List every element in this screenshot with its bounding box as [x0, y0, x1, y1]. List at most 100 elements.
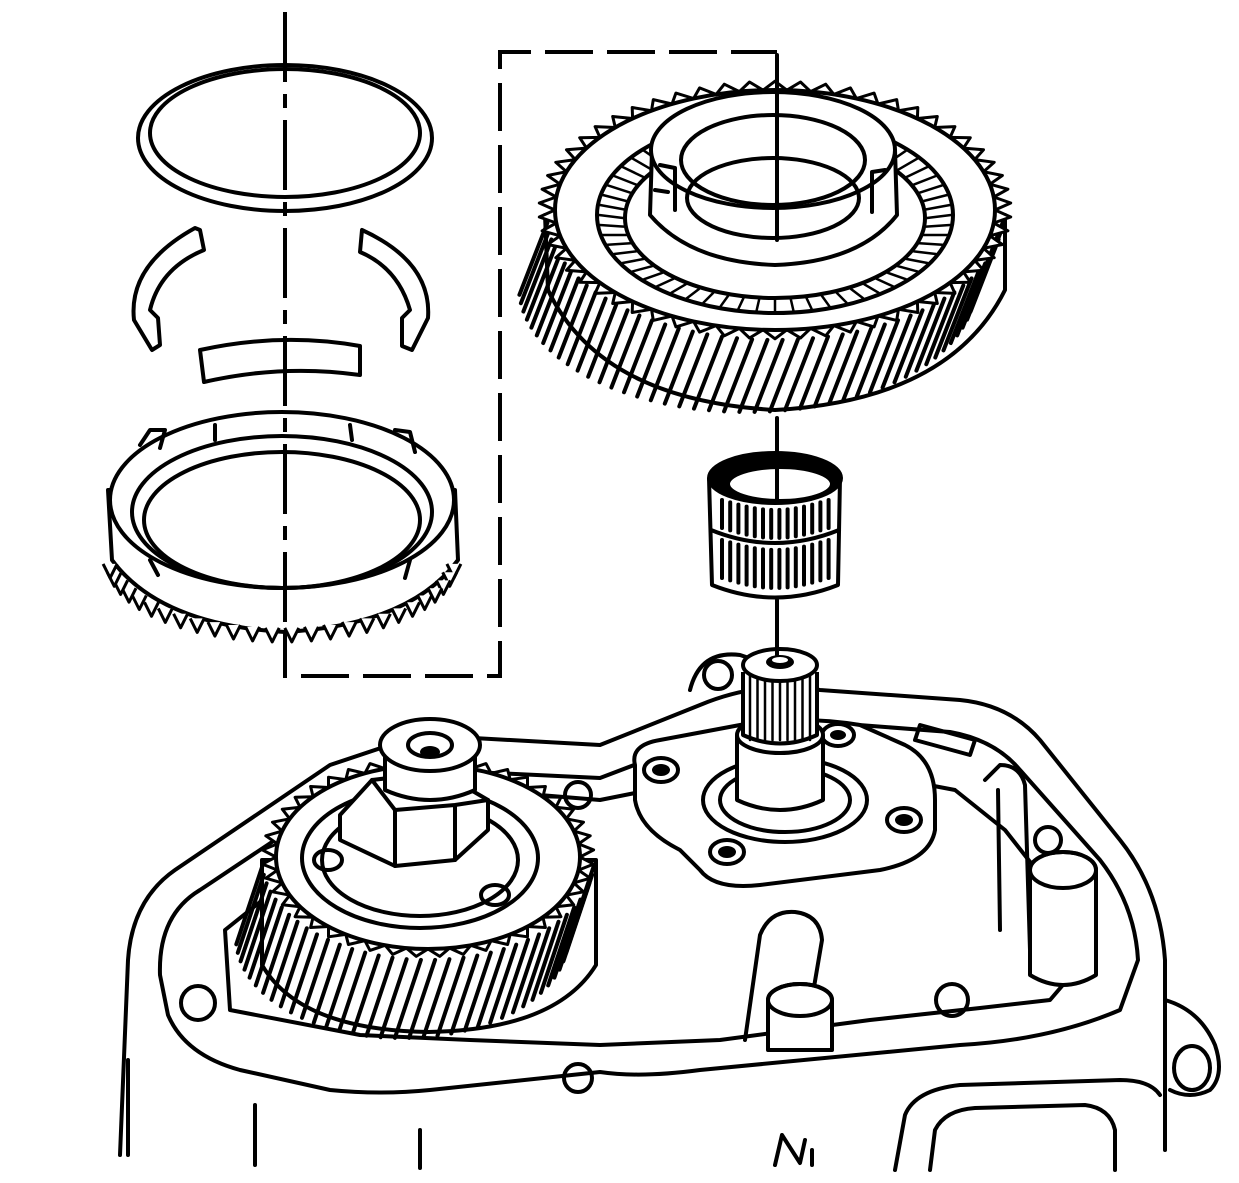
clutch-tooth: [849, 287, 865, 300]
clutch-tooth: [805, 296, 813, 311]
clutch-tooth: [631, 157, 654, 172]
sync-ring-tooth: [130, 594, 148, 611]
sync-ring-tooth: [225, 624, 242, 641]
sync-ring-lugs: [138, 423, 417, 580]
clutch-tooth: [737, 296, 745, 311]
clutch-tooth: [612, 174, 638, 186]
sync-ring-tooth: [263, 627, 281, 644]
key-strut: [198, 337, 362, 384]
shift-rail-boss-right-body: [1028, 870, 1098, 987]
clutch-tooth: [820, 294, 831, 308]
helical-gear-helix-tooth: [752, 337, 785, 414]
retainer-screw-4-recess: [718, 846, 736, 858]
counter-gear-helix-tooth: [311, 942, 342, 1025]
clutch-tooth: [912, 174, 938, 186]
sync-ring-tooth: [390, 607, 408, 624]
helical-gear-helix-tooth: [662, 329, 695, 406]
clutch-tooth: [621, 257, 645, 265]
shift-slot: [743, 909, 824, 1042]
helical-gear-helix-tooth: [635, 322, 668, 399]
helical-gear-helix-tooth: [812, 332, 845, 409]
clutch-tooth: [924, 203, 952, 211]
helical-gear-helix-tooth: [868, 318, 900, 395]
helical-gear-helix-tooth: [707, 336, 739, 413]
sync-ring-tooth: [101, 563, 119, 580]
sync-ring-tooth: [156, 607, 174, 624]
helical-gear-helix-tooth: [783, 336, 815, 413]
sync-ring-teeth: [101, 563, 463, 644]
clutch-tooth: [702, 291, 715, 304]
case-lower-right-panel: [928, 1103, 1117, 1172]
helical-gear-tooth: [537, 195, 557, 212]
clutch-tooth: [719, 294, 730, 308]
clutch-tooth: [789, 298, 795, 312]
keys-right: [358, 228, 431, 352]
helical-gear-cone-lugs: [653, 163, 887, 214]
counter-gear-helix-tooth: [253, 905, 284, 988]
keys-left: [131, 226, 206, 352]
helical-gear-helix-tooth: [529, 253, 562, 330]
helical-gear-cone-bore-outer: [679, 113, 867, 207]
helical-gear-helix-tooth: [767, 337, 800, 414]
helical-gear-helix-tooth: [586, 302, 619, 379]
clutch-tooth: [918, 184, 944, 194]
bearing-cage-body: [707, 477, 842, 600]
sync-ring-tooth: [375, 613, 392, 630]
counter-gear-helix-tooth: [234, 864, 265, 947]
helical-gear-helix-tooth: [941, 276, 974, 353]
case-front-face: [126, 1058, 1162, 1172]
clutch-tooth: [685, 287, 701, 300]
clutch-tooth: [621, 165, 645, 179]
counter-gear-teeth-helix: [234, 864, 596, 1040]
counter-gear-helix-tooth: [235, 872, 266, 955]
helical-gear-helix-tooth: [609, 313, 642, 390]
counter-nut-bore: [420, 746, 440, 758]
needle-roller-bearing: [707, 451, 843, 600]
counter-gear-helix-tooth: [449, 953, 480, 1036]
case-right-rib: [983, 763, 1032, 952]
flange-bolt-hole-6: [702, 659, 734, 691]
clutch-tooth: [924, 223, 952, 228]
counter-gear-helix-tooth: [269, 919, 300, 1002]
counter-gear-tooth: [260, 842, 279, 859]
helical-gear-helix-tooth: [933, 283, 966, 360]
sync-ring-tooth: [206, 621, 224, 638]
clutch-tooth: [875, 277, 895, 288]
clutch-tooth: [601, 193, 628, 203]
helical-gear-helix-tooth: [903, 302, 936, 379]
helical-gear-tooth: [762, 328, 788, 341]
assembly-centerlines: [283, 12, 779, 657]
counter-gear-helix-tooth: [289, 932, 319, 1015]
counter-gear-helix-tooth: [488, 942, 519, 1025]
counter-gear-tooth: [260, 855, 279, 872]
clutch-tooth: [918, 242, 944, 246]
counter-gear-helix-tooth: [238, 881, 269, 964]
clutch-tooth: [863, 283, 880, 294]
shift-rail-boss-center-cap: [766, 982, 834, 1018]
retainer-screw-2-recess: [830, 730, 846, 740]
flange-bolt-hole-5: [563, 780, 593, 810]
sync-ring-tooth: [416, 594, 434, 611]
helical-gear-tooth: [983, 234, 1004, 250]
bearing-needles: [720, 498, 831, 590]
clutch-tooth: [597, 213, 625, 220]
helical-gear-with-cone: [517, 79, 1013, 414]
sync-ring-tooth: [441, 571, 459, 588]
counter-gear-helix-tooth: [552, 897, 583, 980]
left-key-spring: [131, 226, 206, 352]
shift-rail-boss-right-cap: [1028, 850, 1098, 890]
helical-gear-tooth: [537, 208, 557, 225]
shaft-splines: [748, 674, 812, 742]
sync-ring-tooth: [303, 626, 320, 643]
flange-bolt-hole-3: [934, 982, 970, 1018]
counter-gear-tooth: [577, 842, 596, 859]
helical-gear-helix-tooth: [955, 261, 988, 338]
counter-gear-helix-tooth: [557, 889, 588, 972]
clutch-tooth: [642, 271, 664, 281]
helical-gear-helix-tooth: [924, 290, 957, 367]
sync-ring-tooth: [358, 617, 376, 634]
retainer-screw-3-recess: [895, 814, 913, 826]
clutch-tooth: [912, 250, 938, 256]
